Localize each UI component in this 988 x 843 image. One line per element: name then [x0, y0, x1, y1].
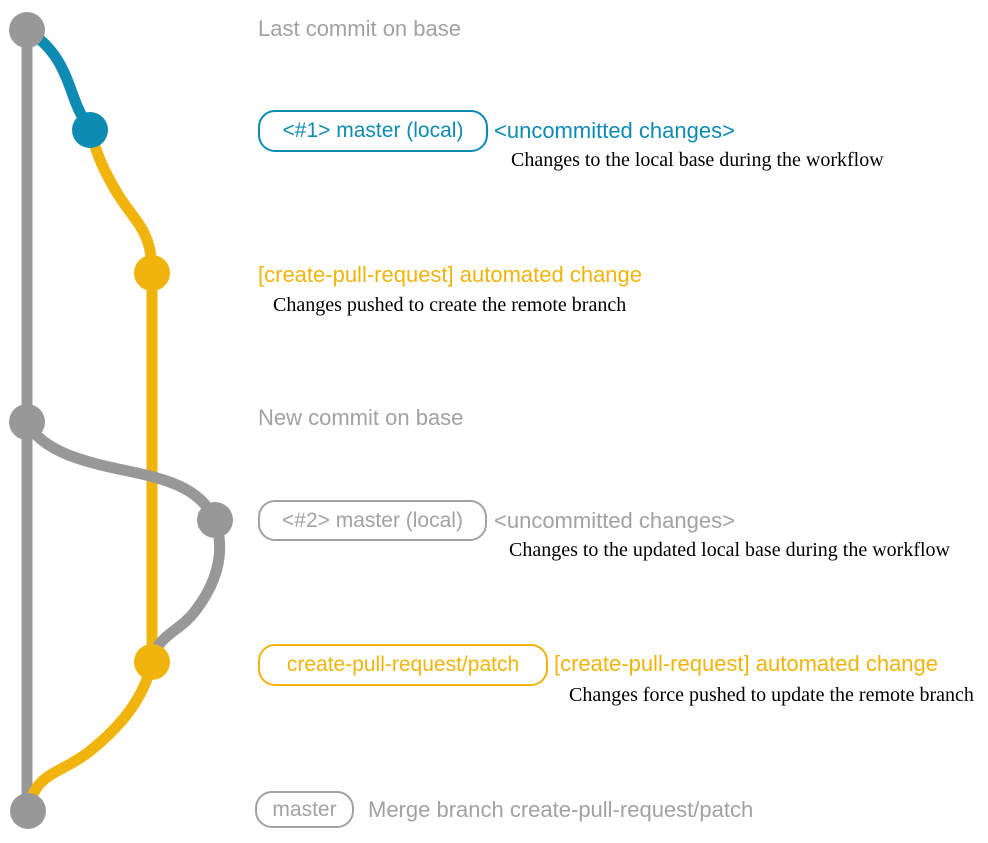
commit-dot-last-base: [9, 12, 45, 48]
label-new-commit-on-base: New commit on base: [258, 405, 464, 430]
label-automated-change-1: [create-pull-request] automated change: [258, 262, 643, 287]
label-last-commit-on-base: Last commit on base: [258, 16, 461, 41]
branch-badge-master: master: [255, 791, 354, 828]
detail-changes-pushed: Changes pushed to create the remote bran…: [273, 294, 627, 316]
branch-badge-master-local-2: <#2> master (local): [258, 500, 487, 541]
patch-branch-line: [84, 124, 158, 668]
commit-dot-new-base: [9, 404, 45, 440]
updated-base-branch-line: [21, 416, 226, 668]
commit-dot-local-1: [72, 112, 108, 148]
label-automated-change-2: [create-pull-request] automated change: [554, 651, 939, 676]
commit-dot-patch-2: [134, 644, 170, 680]
branch-badge-label: <#1> master (local): [282, 119, 464, 142]
branch-badge-label: create-pull-request/patch: [286, 653, 520, 676]
branch-badge-create-pull-request-patch: create-pull-request/patch: [258, 644, 548, 686]
branch-badge-label: <#2> master (local): [282, 508, 463, 532]
label-uncommitted-changes-2: <uncommitted changes>: [494, 508, 735, 533]
detail-local-base-changes: Changes to the local base during the wor…: [511, 149, 884, 171]
detail-updated-local-base-changes: Changes to the updated local base during…: [509, 539, 950, 561]
detail-changes-force-pushed: Changes force pushed to update the remot…: [569, 684, 974, 706]
label-uncommitted-changes-1: <uncommitted changes>: [494, 118, 735, 143]
commit-dot-local-2: [197, 502, 233, 538]
commit-dot-patch-1: [134, 255, 170, 291]
branch-badge-master-local-1: <#1> master (local): [258, 110, 488, 152]
label-merge-branch: Merge branch create-pull-request/patch: [368, 797, 754, 822]
patch-merge-line: [22, 656, 158, 817]
commit-dot-merge: [10, 793, 46, 829]
branch-badge-label: master: [272, 797, 337, 821]
